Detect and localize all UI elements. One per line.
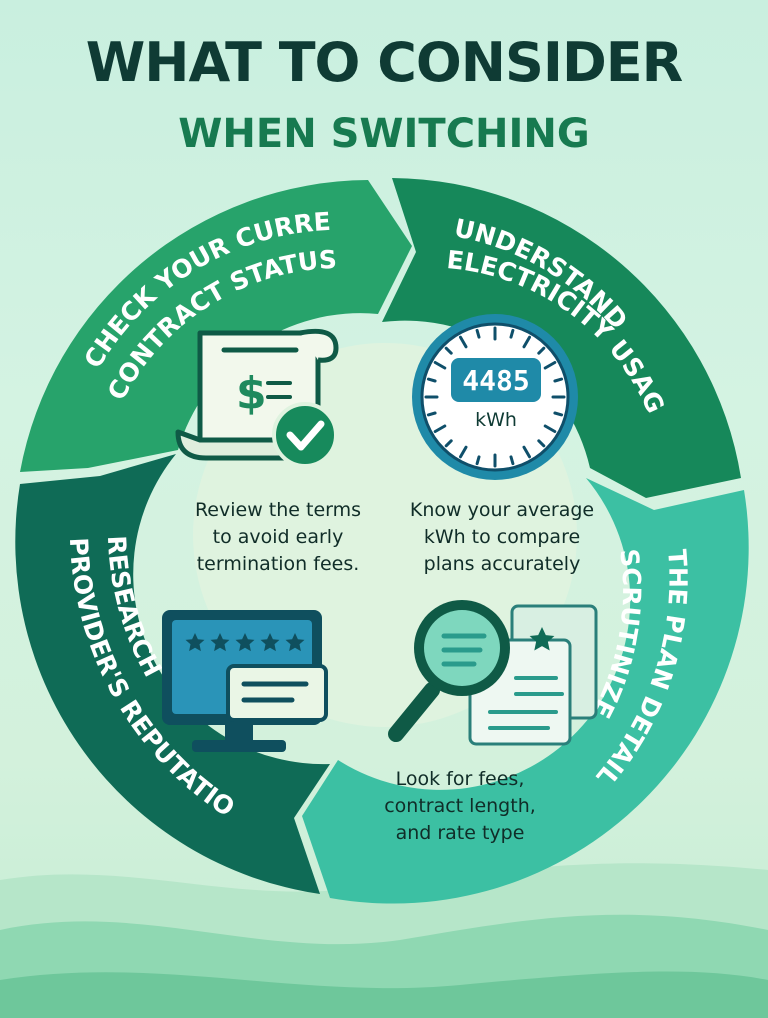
segment-contract-status bbox=[20, 180, 412, 472]
meter-tick bbox=[459, 445, 468, 459]
meter-tick bbox=[433, 424, 447, 433]
meter-tick bbox=[543, 424, 557, 433]
meter-reading: 4485 bbox=[462, 364, 529, 397]
dollar-icon: $ bbox=[236, 368, 267, 419]
description-usage-line: plans accurately bbox=[423, 553, 581, 575]
meter-tick bbox=[543, 361, 557, 370]
plan-details-icon bbox=[388, 600, 598, 746]
description-contract-line: to avoid early bbox=[212, 526, 344, 548]
description-contract-line: termination fees. bbox=[196, 553, 360, 575]
segment-provider-reputation bbox=[15, 454, 331, 894]
meter-tick bbox=[509, 455, 515, 466]
meter-tick bbox=[537, 346, 546, 355]
magnifying-glass-icon bbox=[388, 600, 510, 742]
checkmark-icon bbox=[272, 402, 338, 468]
description-plan-line: and rate type bbox=[395, 822, 525, 844]
meter-tick bbox=[522, 335, 531, 349]
meter-tick bbox=[444, 439, 453, 448]
page-subtitle: WHEN SWITCHING bbox=[178, 111, 590, 157]
description-plan: Look for fees, contract length, and rate… bbox=[350, 766, 570, 847]
electric-meter-icon: 4485 kWh bbox=[412, 314, 578, 480]
description-contract: Review the terms to avoid early terminat… bbox=[168, 497, 388, 578]
meter-unit: kWh bbox=[475, 409, 517, 431]
description-plan-line: Look for fees, bbox=[395, 768, 525, 790]
meter-tick bbox=[459, 335, 468, 349]
review-card-icon bbox=[226, 664, 328, 722]
description-usage: Know your average kWh to compare plans a… bbox=[392, 497, 612, 578]
meter-tick bbox=[433, 361, 447, 370]
meter-tick bbox=[475, 455, 481, 466]
meter-tick bbox=[426, 411, 437, 417]
segment-electricity-usage bbox=[382, 178, 741, 498]
meter-tick bbox=[537, 439, 546, 448]
page-title: WHAT TO CONSIDER bbox=[85, 31, 684, 94]
meter-tick bbox=[553, 411, 564, 417]
meter-tick bbox=[444, 346, 453, 355]
meter-tick bbox=[509, 328, 515, 339]
five-star-rating-icon bbox=[185, 633, 305, 652]
description-usage-line: kWh to compare bbox=[423, 526, 581, 548]
segment-plan-details bbox=[302, 478, 749, 904]
meter-tick bbox=[522, 445, 531, 459]
description-usage-line: Know your average bbox=[409, 499, 595, 521]
meter-tick bbox=[553, 377, 564, 383]
description-contract-line: Review the terms bbox=[194, 499, 362, 521]
star-icon bbox=[529, 627, 555, 651]
monitor-icon bbox=[162, 610, 328, 752]
contract-document-icon: $ bbox=[175, 328, 339, 468]
meter-display bbox=[451, 358, 541, 402]
description-plan-line: contract length, bbox=[384, 795, 536, 817]
meter-tick bbox=[475, 328, 481, 339]
meter-tick bbox=[426, 377, 437, 383]
hill-front bbox=[0, 971, 768, 1018]
